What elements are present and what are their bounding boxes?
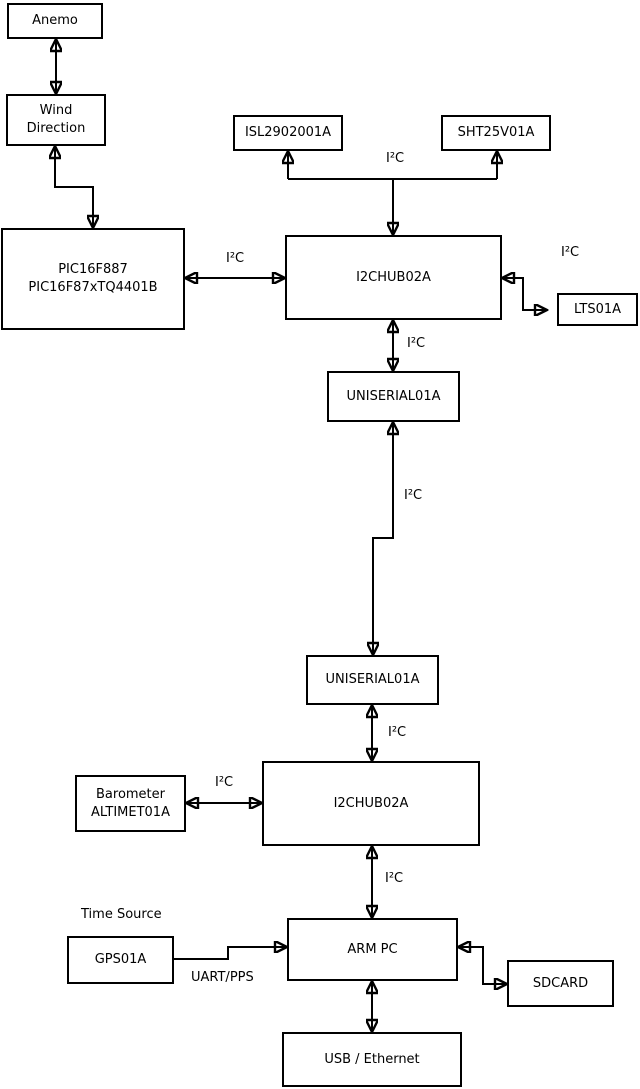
- node-sdcard: SDCARD: [507, 960, 614, 1007]
- node-wind-direction: Wind Direction: [6, 94, 106, 146]
- node-arm-pc: ARM PC: [287, 918, 458, 981]
- node-i2chub-2: I2CHUB02A: [262, 761, 480, 846]
- node-wind-direction-line2: Direction: [26, 121, 86, 136]
- edge-label-barometer-i2c: I²C: [215, 775, 234, 790]
- edge-label-tee-i2c: I²C: [386, 151, 405, 166]
- node-gps: GPS01A: [67, 936, 174, 984]
- node-uniserial-2-label: UNISERIAL01A: [325, 672, 420, 687]
- node-sht: SHT25V01A: [441, 115, 551, 151]
- edge-gps-armpc: [174, 947, 287, 960]
- edge-label-uniserial-link-i2c: I²C: [404, 488, 423, 503]
- node-uniserial-2: UNISERIAL01A: [306, 655, 439, 705]
- edge-hub1-lts: [502, 278, 547, 310]
- edge-uniserial1-uniserial2: [373, 422, 393, 655]
- node-uniserial-1: UNISERIAL01A: [327, 371, 460, 422]
- node-arm-pc-label: ARM PC: [347, 941, 398, 957]
- node-barometer-line1: Barometer: [96, 786, 165, 802]
- node-i2chub-2-label: I2CHUB02A: [333, 795, 409, 811]
- node-anemo: Anemo: [7, 3, 103, 39]
- node-i2chub-1: I2CHUB02A: [285, 235, 502, 320]
- node-usb-ethernet-label: USB / Ethernet: [324, 1051, 420, 1067]
- node-pic-line2: PIC16F87xTQ4401B: [28, 280, 158, 295]
- node-sdcard-label: SDCARD: [532, 975, 589, 991]
- edge-label-hub1-uniserial1-i2c: I²C: [407, 336, 426, 351]
- node-isl: ISL2902001A: [233, 115, 343, 151]
- node-uniserial-1-label: UNISERIAL01A: [346, 388, 441, 404]
- edge-label-uniserial2-hub2-i2c: I²C: [388, 725, 407, 740]
- edge-label-lts-i2c: I²C: [561, 245, 580, 260]
- node-barometer: Barometer ALTIMET01A: [75, 775, 186, 832]
- node-anemo-label: Anemo: [32, 13, 78, 28]
- edge-winddirection-pic: [55, 146, 93, 228]
- edge-label-hub2-armpc-i2c: I²C: [385, 871, 404, 886]
- node-pic: PIC16F887 PIC16F87xTQ4401B: [1, 228, 185, 330]
- edge-armpc-sdcard: [458, 947, 507, 984]
- time-source-label: Time Source: [81, 907, 162, 922]
- node-barometer-line2: ALTIMET01A: [91, 804, 170, 820]
- node-wind-direction-line1: Wind: [39, 103, 73, 118]
- edge-label-pic-hub1-i2c: I²C: [226, 251, 245, 266]
- node-lts: LTS01A: [557, 293, 638, 326]
- node-isl-label: ISL2902001A: [244, 125, 332, 140]
- node-i2chub-1-label: I2CHUB02A: [356, 269, 431, 285]
- node-usb-ethernet: USB / Ethernet: [282, 1032, 462, 1087]
- node-pic-line1: PIC16F887: [58, 262, 128, 277]
- node-gps-label: GPS01A: [94, 952, 147, 967]
- node-sht-label: SHT25V01A: [457, 125, 535, 140]
- edge-label-uart-pps: UART/PPS: [191, 970, 254, 985]
- node-lts-label: LTS01A: [573, 301, 622, 317]
